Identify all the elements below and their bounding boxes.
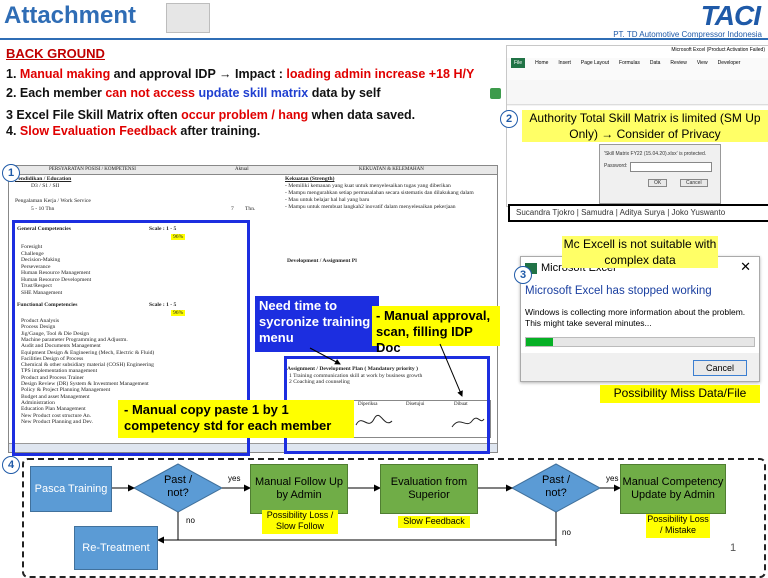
competency-item: Process Design (21, 324, 56, 331)
re-treatment-node: Re-Treatment (74, 526, 158, 570)
excel-mini-icon (490, 88, 501, 99)
marker-1: 1 (2, 164, 20, 182)
ribbon-commands (507, 80, 768, 105)
tab-review[interactable]: Review (670, 60, 687, 66)
member-names-bar: Sucandra Tjokro | Samudra | Aditya Surya… (508, 204, 768, 222)
competency-item: Product and Process Trainer (21, 374, 84, 381)
no-label: no (186, 516, 195, 525)
competency-item: Budget and asset Management (21, 393, 90, 400)
arrow-overlay (309, 343, 463, 397)
competency-item: Design Review (DR) System & Investment M… (21, 381, 149, 387)
tab-developer[interactable]: Developer (717, 60, 741, 66)
marker-4: 4 (2, 456, 20, 474)
decision-1-label: Past / not? (163, 474, 193, 499)
password-input[interactable] (630, 162, 712, 172)
point-2: 2. Each member can not access update ski… (6, 86, 381, 100)
signature-icon (451, 417, 485, 428)
competency-item: SHE Management (21, 289, 63, 296)
competency-highlight-box (12, 220, 250, 456)
sheet-tabs-bar (9, 443, 497, 452)
strength-item: - Mampu mengurahkan setiap permasalahan … (285, 190, 474, 196)
progress-bar (525, 337, 755, 347)
marker-2: 2 (500, 110, 518, 128)
need-time-callout: Need time to sycronize training menu (255, 296, 379, 352)
competency-item: Jig/Gauge, Tool & Die Design (21, 330, 90, 337)
point-3: 3 Excel File Skill Matrix often occur pr… (6, 108, 416, 122)
competency-item: Decision-Making (21, 257, 61, 263)
background-heading: BACK GROUND (6, 46, 105, 61)
authority-callout: Authority Total Skill Matrix is limited … (522, 110, 768, 142)
evaluation-node: Evaluation from Superior (380, 464, 478, 514)
loss-slow-follow-tag: Possibility Loss / Slow Follow (262, 510, 338, 534)
title-placeholder-box (166, 3, 210, 33)
marker-3: 3 (514, 266, 532, 284)
tab-file[interactable]: File (511, 58, 526, 68)
competency-item: Policy & Project Planning Management (21, 387, 111, 394)
competency-item: Product Analysis (21, 318, 60, 324)
competency-item: TPS implementation management (21, 368, 98, 375)
competency-item: Foresight (21, 244, 43, 250)
competency-item: Chemical & other subsidiary material (CO… (21, 362, 154, 369)
competency-item: Perseverance (21, 263, 51, 270)
tab-data[interactable]: Data (649, 60, 661, 66)
no-label: no (562, 528, 571, 537)
possibility-miss-callout: Possibility Miss Data/File (600, 385, 760, 403)
loss-mistake-tag: Possibility Loss / Mistake (646, 514, 710, 538)
error-title: Microsoft Excel has stopped working (525, 285, 712, 297)
company-name: PT. TD Automotive Compressor Indonesia (613, 30, 762, 39)
point-1: 1. Manual making and approval IDP → Impa… (6, 67, 475, 81)
competency-item: Challenge (21, 250, 44, 257)
yes-label: yes (606, 474, 619, 483)
strength-item: - Mampu untuk membuat langkah2 inovatif … (285, 204, 456, 210)
competency-item: Machine parameter Programming and Adjust… (21, 336, 128, 343)
competency-item: Education Plan Management (21, 406, 86, 413)
competency-item: New Product cost structure An. (21, 412, 92, 419)
manual-competency-node: Manual Competency Update by Admin (620, 464, 726, 514)
slow-feedback-tag: Slow Feedback (398, 516, 470, 528)
ribbon-tabs: File Home Insert Page Layout Formulas Da… (507, 58, 768, 68)
decision-2-label: Past / not? (541, 474, 571, 499)
yes-label: yes (228, 474, 241, 483)
document-header-row: PERSYARATAN POSISI / KOMPETENSI Aktual K… (9, 166, 497, 175)
competency-item: New Product Planning and Dev. (21, 418, 93, 425)
competency-item: Equipment Design & Engineering (Mech, El… (21, 349, 155, 356)
page-title: Attachment (4, 2, 137, 29)
excel-error-dialog: Microsoft Excel ✕ Microsoft Excel has st… (520, 256, 760, 382)
competency-item: Administration (21, 399, 55, 406)
close-icon[interactable]: ✕ (740, 259, 751, 274)
strength-item: - Memiliki kemauan yang kuat untuk menye… (285, 183, 451, 189)
flow-connectors (112, 463, 621, 546)
header-divider (0, 38, 768, 40)
mc-excel-callout: Mc Excell is not suitable with complex d… (562, 236, 718, 268)
dialog-cancel-button[interactable]: Cancel (680, 179, 708, 187)
cancel-button[interactable]: Cancel (692, 360, 747, 376)
tab-home[interactable]: Home (535, 60, 549, 66)
manual-copy-callout: - Manual copy paste 1 by 1 competency st… (118, 400, 354, 438)
tab-page-layout[interactable]: Page Layout (580, 60, 610, 66)
page-number: 1 (730, 542, 737, 554)
tab-insert[interactable]: Insert (558, 60, 571, 66)
pasca-training-node: Pasca Training (30, 466, 112, 512)
point-4: 4. Slow Evaluation Feedback after traini… (6, 124, 261, 138)
competency-item: Human Resource Management (21, 270, 91, 276)
competency-item: Audit and Documents Management (21, 343, 101, 350)
strength-item: - Mau untuk belajar hal hal yang baru (285, 197, 370, 203)
tab-formulas[interactable]: Formulas (619, 60, 640, 66)
competency-item: Trust/Respect (21, 283, 52, 289)
progress-fill (526, 338, 554, 346)
manual-approval-callout: - Manual approval, scan, filling IDP Doc (372, 306, 500, 355)
password-dialog: 'Skill Matrix FY22 (15.04.20).xlsx' is p… (599, 144, 721, 204)
ok-button[interactable]: OK (648, 179, 668, 187)
excel-app-icon (525, 263, 537, 274)
excel-ribbon: File Home Insert Page Layout Formulas Da… (507, 58, 768, 81)
competency-item: Facilities Design of Process (21, 355, 84, 362)
competency-item: Human Resource Development (21, 276, 92, 283)
tab-view[interactable]: View (696, 60, 708, 66)
manual-follow-node: Manual Follow Up by Admin (250, 464, 348, 514)
error-body: Windows is collecting more information a… (525, 307, 746, 328)
signature-icon (355, 414, 393, 426)
company-logo: TACI (700, 0, 761, 31)
